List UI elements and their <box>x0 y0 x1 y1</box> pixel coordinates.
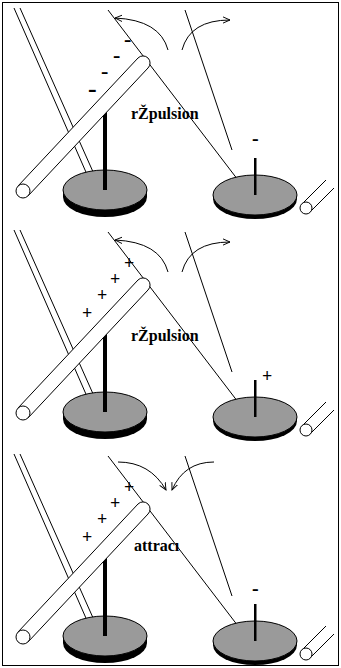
effect-label: rŽpulsion <box>131 106 199 122</box>
charge-sign: + <box>110 270 120 288</box>
effect-label: rŽpulsion <box>131 328 199 344</box>
charge-sign: + <box>262 367 272 385</box>
charge-sign: + <box>97 286 107 304</box>
charge-sign: - <box>124 28 131 50</box>
charge-sign: - <box>252 128 259 148</box>
charge-sign: - <box>113 44 120 66</box>
charge-sign: + <box>124 254 134 272</box>
charge-sign: + <box>124 478 134 496</box>
charge-sign: - <box>252 578 259 598</box>
charge-sign: - <box>88 76 97 102</box>
charge-sign: + <box>82 304 92 322</box>
charge-sign: + <box>97 510 107 528</box>
charge-sign: + <box>82 528 92 546</box>
effect-label: attracı <box>134 538 179 554</box>
charge-sign: + <box>110 494 120 512</box>
charge-sign: - <box>101 60 108 82</box>
